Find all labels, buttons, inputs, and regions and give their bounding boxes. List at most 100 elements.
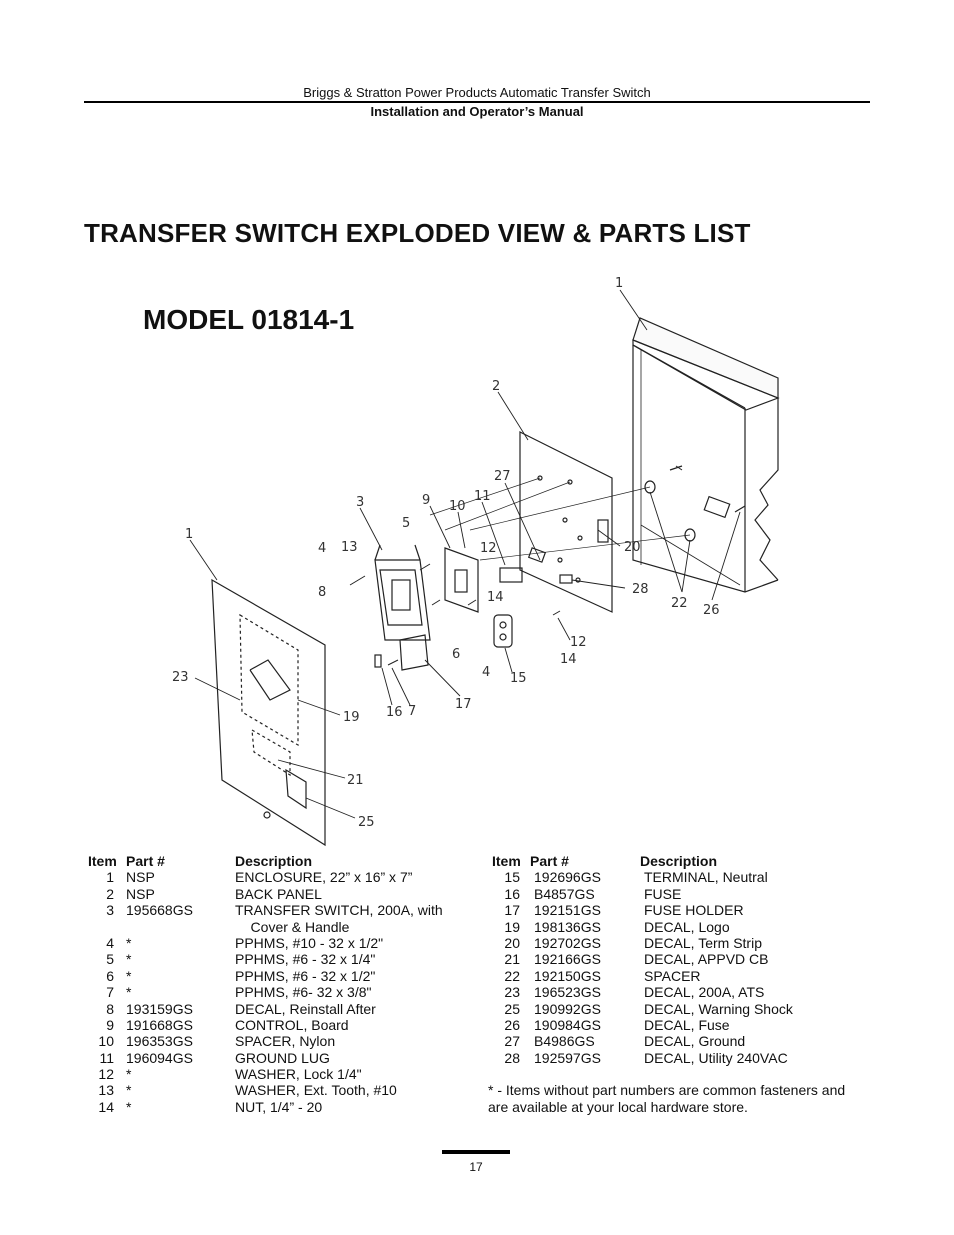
header-part: Part # xyxy=(126,853,165,869)
label-26: 26 xyxy=(703,603,720,618)
part-description: WASHER, Lock 1/4" xyxy=(235,1066,362,1083)
part-item-number: 13 xyxy=(98,1082,114,1099)
part-number: 192696GS xyxy=(534,869,601,886)
label-2: 2 xyxy=(492,379,500,394)
part-number: 192702GS xyxy=(534,934,601,951)
part-item-number: 22 xyxy=(504,967,520,984)
label-12b: 12 xyxy=(570,635,587,650)
part-description: SPACER, Nylon xyxy=(235,1033,336,1050)
parts-list-header: Item Part # Description xyxy=(88,853,468,869)
page-title: TRANSFER SWITCH EXPLODED VIEW & PARTS LI… xyxy=(84,218,751,248)
label-16: 16 xyxy=(386,705,403,720)
part-description: FUSE HOLDER xyxy=(644,902,744,919)
part-item-number: 9 xyxy=(106,1016,114,1033)
neutral-terminal-drawing xyxy=(493,614,513,648)
parts-row: 16 B4857GS FUSE xyxy=(492,886,872,902)
parts-row: 6*PPHMS, #6 - 32 x 1/2" xyxy=(88,968,468,984)
header-item: Item xyxy=(88,853,117,869)
part-number: * xyxy=(126,1066,132,1083)
part-description: DECAL, Reinstall After xyxy=(235,1000,376,1017)
part-description: NUT, 1/4” - 20 xyxy=(235,1098,323,1115)
label-12a: 12 xyxy=(480,541,497,556)
parts-row: 4 * PPHMS, #10 - 32 x 1/2" xyxy=(88,935,468,951)
parts-row: Cover & Handle xyxy=(88,919,468,935)
parts-row: 5*PPHMS, #6 - 32 x 1/4" xyxy=(88,951,468,967)
part-number: 192166GS xyxy=(534,951,601,968)
ground-lug-drawing xyxy=(499,567,523,583)
enclosure-drawing xyxy=(632,317,780,593)
parts-row: 14*NUT, 1/4” - 20 xyxy=(88,1099,468,1115)
part-description: FUSE xyxy=(644,885,682,902)
parts-list-right: Item Part # Description 15 192696GS TERMIN… xyxy=(492,853,872,1066)
part-number: 192150GS xyxy=(534,967,601,984)
label-22: 22 xyxy=(671,596,688,611)
header-title: Briggs & Stratton Power Products Automat… xyxy=(303,85,651,100)
label-15: 15 xyxy=(510,671,527,686)
part-item-number: 10 xyxy=(98,1033,114,1050)
label-23: 23 xyxy=(172,670,189,685)
parts-row: 10 196353GS SPACER, Nylon xyxy=(88,1033,468,1049)
part-item-number: 19 xyxy=(504,918,520,935)
parts-row: 28 192597GS DECAL, Utility 240VAC xyxy=(492,1050,872,1066)
part-description: SPACER xyxy=(644,967,701,984)
part-item-number: 16 xyxy=(504,885,520,902)
header-desc: Description xyxy=(640,853,718,869)
part-number: B4857GS xyxy=(534,885,595,902)
label-3: 3 xyxy=(356,495,364,510)
door-cover-drawing xyxy=(211,578,326,847)
part-item-number: 20 xyxy=(504,934,520,951)
part-number: 192597GS xyxy=(534,1049,601,1066)
part-item-number: 3 xyxy=(106,902,114,919)
part-item-number: 4 xyxy=(106,934,114,951)
part-description: PPHMS, #10 - 32 x 1/2" xyxy=(235,934,384,951)
part-description: Cover & Handle xyxy=(235,918,350,935)
part-item-number: 12 xyxy=(98,1066,114,1083)
header-rule xyxy=(84,101,870,103)
back-panel-drawing xyxy=(519,431,613,613)
part-item-number: 8 xyxy=(106,1000,114,1017)
label-4a: 4 xyxy=(318,541,326,556)
part-item-number: 15 xyxy=(504,869,520,886)
part-description: CONTROL, Board xyxy=(235,1016,349,1033)
model-heading: MODEL 01814-1 xyxy=(143,304,355,335)
header-item: Item xyxy=(492,853,521,869)
parts-row: 13*WASHER, Ext. Tooth, #10 xyxy=(88,1082,468,1098)
label-1a: 1 xyxy=(615,276,623,291)
part-number: 195668GS xyxy=(126,902,193,919)
part-number: * xyxy=(126,967,132,984)
label-27: 27 xyxy=(494,469,511,484)
label-7: 7 xyxy=(408,704,416,719)
part-description: DECAL, Utility 240VAC xyxy=(644,1049,788,1066)
part-item-number: 7 xyxy=(106,984,114,1001)
part-description: PPHMS, #6 - 32 x 1/2" xyxy=(235,967,376,984)
part-item-number: 28 xyxy=(504,1049,520,1066)
part-description: PPHMS, #6- 32 x 3/8" xyxy=(235,984,372,1001)
part-description: TERMINAL, Neutral xyxy=(644,869,768,886)
label-14a: 14 xyxy=(487,590,504,605)
parts-list-header: Item Part # Description xyxy=(492,853,872,869)
part-number: NSP xyxy=(126,885,155,902)
label-20: 20 xyxy=(624,540,641,555)
part-number: * xyxy=(126,934,132,951)
label-13: 13 xyxy=(341,540,358,555)
part-number: 196353GS xyxy=(126,1033,193,1050)
part-description: PPHMS, #6 - 32 x 1/4" xyxy=(235,951,376,968)
part-item-number: 17 xyxy=(504,902,520,919)
parts-row: 12 * WASHER, Lock 1/4" xyxy=(88,1066,468,1082)
part-item-number: 23 xyxy=(504,984,520,1001)
part-item-number: 2 xyxy=(106,885,114,902)
part-number: * xyxy=(126,1082,132,1099)
part-item-number: 14 xyxy=(98,1098,114,1115)
label-25: 25 xyxy=(358,815,375,830)
part-number: B4986GS xyxy=(534,1033,595,1050)
part-number: 198136GS xyxy=(534,918,601,935)
part-item-number: 25 xyxy=(504,1000,520,1017)
